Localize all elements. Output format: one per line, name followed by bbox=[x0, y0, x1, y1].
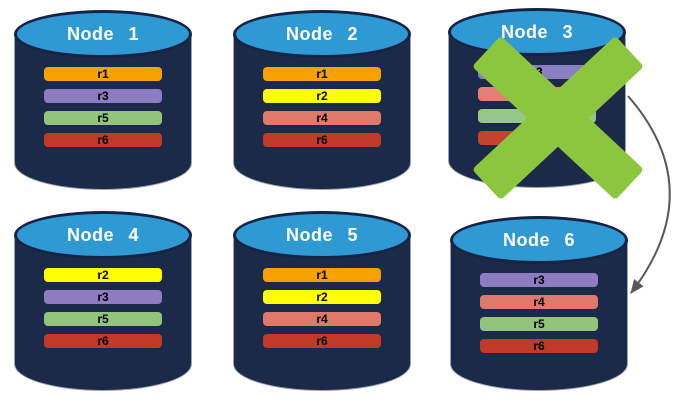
replica-bar: r1 bbox=[44, 67, 162, 81]
cylinder-top: Node 3 bbox=[448, 8, 626, 56]
replica-bar: r6 bbox=[480, 339, 598, 353]
db-node-1: Node 1 r1 r3 r5 r6 bbox=[14, 10, 192, 190]
replica-bar-list: r1 r2 r4 r6 bbox=[263, 67, 381, 147]
replica-bar: r5 bbox=[44, 312, 162, 326]
cylinder-top: Node 2 bbox=[233, 10, 411, 58]
replica-bar: r1 bbox=[263, 268, 381, 282]
node-title: Node 2 bbox=[285, 23, 358, 44]
replica-bar: r6 bbox=[263, 133, 381, 147]
db-node-5: Node 5 r1 r2 r4 r6 bbox=[233, 211, 411, 391]
replica-bar: r4 bbox=[263, 312, 381, 326]
node-title: Node 1 bbox=[66, 23, 139, 44]
node-title: Node 6 bbox=[502, 229, 575, 250]
replica-bar: r6 bbox=[44, 334, 162, 348]
replica-bar: r4 bbox=[480, 295, 598, 309]
replica-bar: r6 bbox=[44, 133, 162, 147]
replica-bar: r1 bbox=[263, 67, 381, 81]
cylinder-top: Node 6 bbox=[450, 216, 628, 264]
node-title: Node 4 bbox=[66, 224, 139, 245]
replica-bar-list: r1 r2 r4 r6 bbox=[263, 268, 381, 348]
replica-bar-list: r2 r3 r5 r6 bbox=[44, 268, 162, 348]
cylinder-top: Node 5 bbox=[233, 211, 411, 259]
failure-x-icon bbox=[472, 35, 644, 201]
replica-bar: r2 bbox=[263, 89, 381, 103]
replica-bar: r5 bbox=[480, 317, 598, 331]
cylinder-top: Node 1 bbox=[14, 10, 192, 58]
cylinder-top: Node 4 bbox=[14, 211, 192, 259]
node-title: Node 3 bbox=[500, 21, 573, 42]
node-title: Node 5 bbox=[285, 224, 358, 245]
cylinder-body bbox=[450, 240, 628, 391]
db-node-2: Node 2 r1 r2 r4 r6 bbox=[233, 10, 411, 190]
replica-bar: r2 bbox=[44, 268, 162, 282]
replica-bar: r3 bbox=[480, 273, 598, 287]
replica-bar: r2 bbox=[263, 290, 381, 304]
replica-bar-list: r3 r4 r5 r6 bbox=[480, 273, 598, 353]
replica-bar: r3 bbox=[44, 89, 162, 103]
replica-bar: r3 bbox=[44, 290, 162, 304]
replica-bar: r6 bbox=[263, 334, 381, 348]
db-node-6: Node 6 r3 r4 r5 r6 bbox=[450, 216, 628, 391]
replica-bar-list: r1 r3 r5 r6 bbox=[44, 67, 162, 147]
replica-bar: r4 bbox=[263, 111, 381, 125]
replica-bar: r5 bbox=[44, 111, 162, 125]
db-node-4: Node 4 r2 r3 r5 r6 bbox=[14, 211, 192, 391]
